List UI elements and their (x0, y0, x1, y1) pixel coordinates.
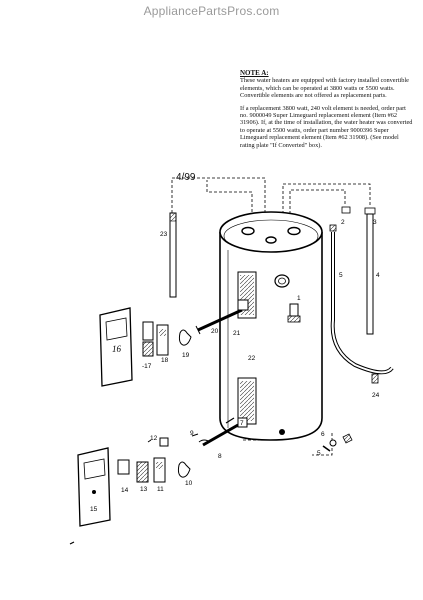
callout-2: 2 (341, 219, 345, 226)
callout-14: 14 (121, 487, 129, 494)
note-a: NOTE A: These water heaters are equipped… (240, 69, 415, 154)
hose-part-5 (330, 232, 394, 375)
callout-22: 22 (248, 355, 256, 362)
callout-10: 10 (185, 480, 193, 487)
note-title: NOTE A: (240, 69, 269, 77)
water-heater-tank (219, 211, 323, 441)
callout-9: 9 (190, 430, 194, 437)
callout-5: 5 (339, 272, 343, 279)
callout-21: 21 (233, 330, 241, 337)
callout-19: 19 (182, 352, 190, 359)
date-code: 4/99 (176, 172, 196, 183)
upper-cover-part-16 (99, 307, 133, 387)
upper-element-assembly (195, 299, 249, 335)
callout-11: 11 (157, 486, 164, 493)
small-fittings (191, 417, 353, 452)
lower-thermostat-parts (117, 437, 191, 483)
callout-6: 6 (321, 431, 325, 438)
callout-20: 20 (211, 328, 219, 335)
callout-1: 1 (297, 295, 301, 302)
callout-13: 13 (140, 486, 148, 493)
callout-17: -17 (142, 363, 152, 370)
callout-18: 18 (161, 357, 169, 364)
callout-23: 23 (160, 231, 168, 238)
dip-tube-part-23 (169, 212, 177, 298)
callout-3: 3 (373, 219, 377, 226)
upper-thermostat-parts (142, 321, 192, 357)
washer-icon (147, 439, 152, 443)
watermark: AppliancePartsPros.com (143, 4, 280, 18)
anode-part-3 (329, 206, 376, 335)
note-paragraph-1: These water heaters are equipped with fa… (240, 77, 409, 100)
part-24 (371, 373, 379, 384)
note-paragraph-2: If a replacement 3800 watt, 240 volt ele… (240, 104, 413, 149)
callout-8: 8 (218, 453, 222, 460)
callout-15: 15 (90, 506, 98, 513)
lower-cover-part-15 (77, 447, 111, 527)
callout-labels: 1 2 3 4 5 5 6 7 8 9 10 11 12 13 14 15 16… (90, 219, 380, 513)
callout-16: 16 (112, 344, 122, 354)
callout-12: 12 (150, 435, 158, 442)
clip-icon (69, 541, 75, 545)
callout-24: 24 (372, 392, 380, 399)
callout-7: 7 (240, 420, 244, 427)
callout-5b: 5 (317, 450, 321, 457)
relief-valve-part-1 (287, 303, 301, 323)
callout-4: 4 (376, 272, 380, 279)
